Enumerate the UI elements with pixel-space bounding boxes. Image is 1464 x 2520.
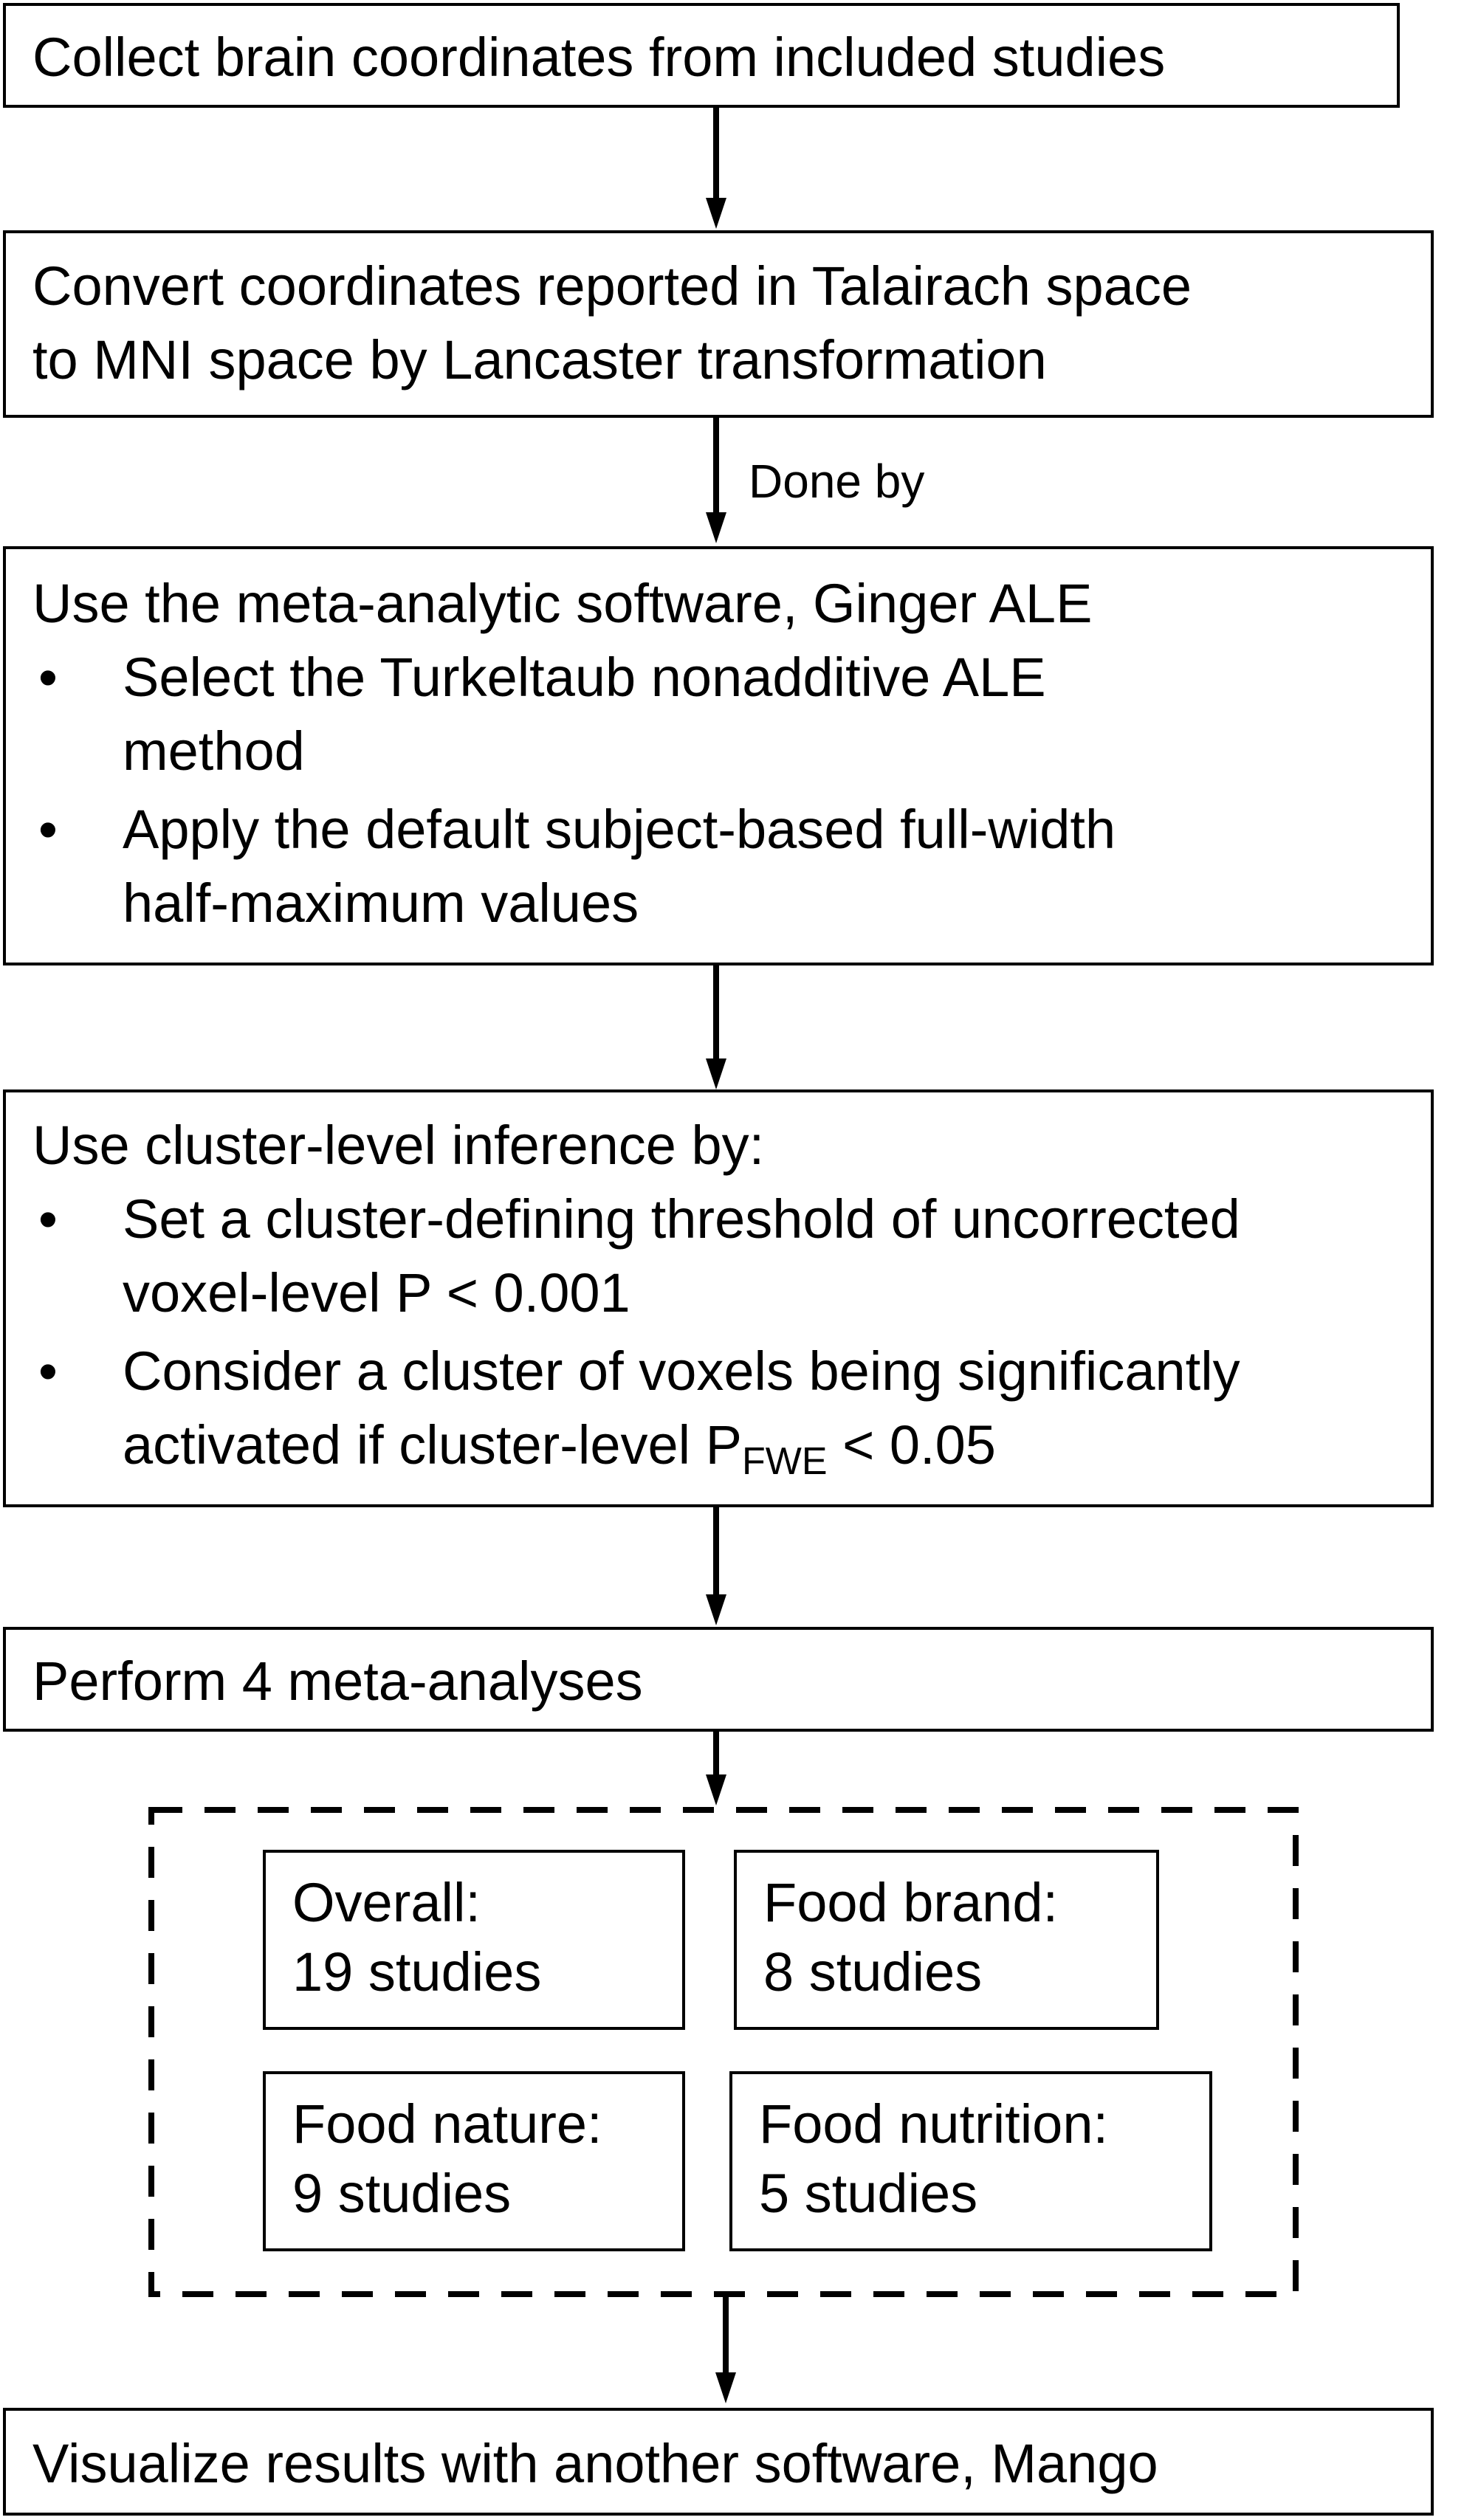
step-cluster-bullet-2-line-2: activated if cluster-level PFWE < 0.05	[123, 1408, 996, 1498]
step-collect-text: Collect brain coordinates from included …	[32, 27, 1166, 88]
arrow-convert-to-ginger	[706, 418, 726, 543]
step-perform-box: Perform 4 meta-analyses	[3, 1627, 1434, 1732]
arrow-group-to-visualize	[715, 2294, 736, 2403]
connector-label-done-by: Done by	[749, 455, 925, 508]
step-cluster-bullet-2-suffix: < 0.05	[827, 1414, 996, 1476]
analysis-box-food-nature: Food nature: 9 studies	[263, 2071, 685, 2251]
step-ginger-bullet-1: Select the Turkeltaub nonadditive ALE me…	[123, 647, 1046, 782]
analysis-title: Food brand:	[763, 1872, 1059, 1933]
bullet-marker: •	[38, 1340, 58, 1402]
step-ginger-heading: Use the meta-analytic software, Ginger A…	[32, 573, 1093, 634]
analysis-title: Food nature:	[292, 2093, 602, 2155]
arrow-perform-to-group	[706, 1732, 726, 1805]
analysis-box-food-brand: Food brand: 8 studies	[734, 1850, 1159, 2030]
step-cluster-heading: Use cluster-level inference by:	[32, 1115, 765, 1176]
analysis-count: 19 studies	[292, 1941, 542, 2003]
step-visualize-box: Visualize results with another software,…	[3, 2408, 1434, 2516]
bullet-marker: •	[38, 1188, 58, 1250]
analysis-box-food-nutrition: Food nutrition: 5 studies	[729, 2071, 1212, 2251]
step-ginger-box: Use the meta-analytic software, Ginger A…	[3, 546, 1434, 965]
step-collect-box: Collect brain coordinates from included …	[3, 3, 1400, 108]
analysis-box-overall: Overall: 19 studies	[263, 1850, 685, 2030]
step-cluster-bullet-2-prefix: activated if cluster-level P	[123, 1414, 743, 1476]
analysis-count: 8 studies	[763, 1941, 983, 2003]
step-visualize-text: Visualize results with another software,…	[32, 2433, 1158, 2494]
arrow-cluster-to-perform	[706, 1507, 726, 1625]
step-perform-text: Perform 4 meta-analyses	[32, 1650, 643, 1712]
arrow-collect-to-convert	[706, 108, 726, 229]
bullet-marker: •	[38, 799, 58, 860]
analysis-title: Overall:	[292, 1872, 481, 1933]
step-cluster-bullet-2-line-1: Consider a cluster of voxels being signi…	[123, 1340, 1240, 1402]
bullet-marker: •	[38, 647, 58, 708]
analysis-count: 9 studies	[292, 2163, 512, 2224]
step-cluster-bullet-1: Set a cluster-defining threshold of unco…	[123, 1188, 1240, 1323]
step-cluster-bullet-2-subscript: FWE	[742, 1440, 828, 1483]
arrow-ginger-to-cluster	[706, 965, 726, 1089]
step-convert-box: Convert coordinates reported in Talairac…	[3, 230, 1434, 418]
step-convert-text: Convert coordinates reported in Talairac…	[32, 255, 1192, 390]
step-ginger-bullet-2: Apply the default subject-based full-wid…	[123, 799, 1116, 934]
analysis-title: Food nutrition:	[759, 2093, 1109, 2155]
step-cluster-box: Use cluster-level inference by: • Set a …	[3, 1089, 1434, 1507]
analysis-count: 5 studies	[759, 2163, 978, 2224]
